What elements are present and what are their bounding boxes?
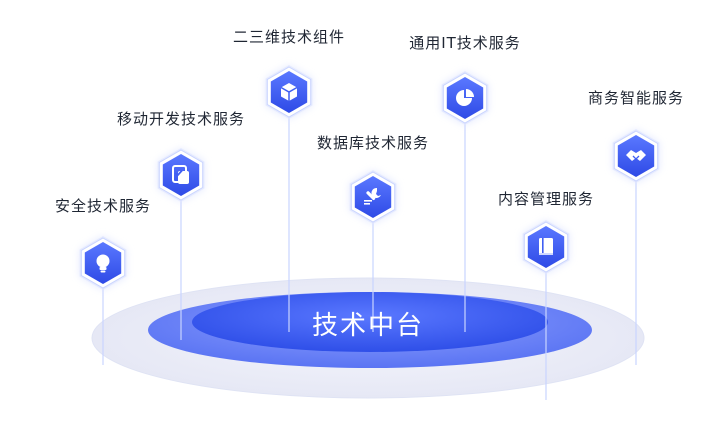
connector-lines (102, 116, 637, 400)
service-node-mobile[interactable] (157, 148, 205, 202)
node-label-components: 二三维技术组件 (232, 28, 346, 46)
service-node-business[interactable] (612, 129, 660, 183)
platform-outer-ring-edge (91, 277, 645, 399)
platform-inner-disc (192, 292, 548, 352)
pie-chart-icon (456, 89, 474, 106)
service-node-it[interactable] (441, 71, 489, 125)
service-nodes (79, 65, 660, 290)
node-label-mobile: 移动开发技术服务 (116, 110, 246, 128)
lightbulb-icon (96, 254, 110, 273)
node-label-business: 商务智能服务 (587, 89, 685, 107)
center-platform-title: 技术中台 (311, 311, 425, 341)
service-node-content[interactable] (522, 220, 570, 274)
mobile-check-icon (172, 165, 189, 184)
service-node-database[interactable] (349, 170, 397, 224)
wrench-icon (364, 187, 381, 205)
node-label-content: 内容管理服务 (497, 190, 595, 208)
service-node-security[interactable] (79, 236, 127, 290)
handshake-icon (626, 150, 646, 161)
book-icon (539, 238, 553, 255)
node-label-database: 数据库技术服务 (316, 134, 430, 152)
node-label-it: 通用IT技术服务 (409, 34, 521, 52)
service-node-components[interactable] (265, 65, 313, 119)
node-label-security: 安全技术服务 (54, 197, 152, 215)
cube-icon (280, 83, 298, 101)
